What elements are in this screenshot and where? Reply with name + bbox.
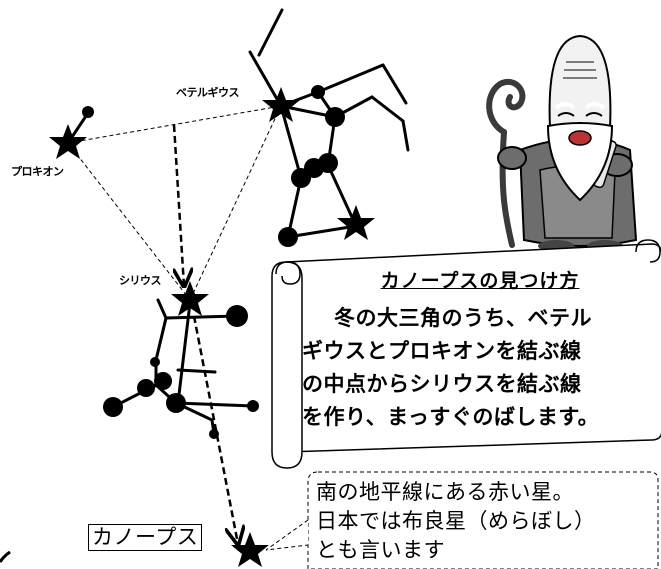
note-line: 南の地平線にある赤い星。 [316,480,574,504]
note-text: 南の地平線にある赤い星。 日本では布良星（めらぼし） とも言います [316,478,656,565]
betelgeuse-star [262,87,300,122]
note-line: 日本では布良星（めらぼし） [316,509,596,533]
sirius-star [171,281,209,316]
midpoint-arrow [172,124,184,286]
elder-god-character-icon [486,34,638,252]
betelgeuse-label: ベテルギウス [176,86,240,99]
note-line: とも言います [316,538,445,562]
sirius-label: シリウス [119,274,162,287]
rigel-star [337,205,375,240]
winter-triangle [67,105,282,301]
canopus-star [231,532,269,567]
orion-stars [278,85,345,247]
canopus-arrow [192,315,238,544]
procyon-star [49,124,87,159]
canis-major-stars [103,305,259,439]
scroll-line: ギウスとプロキオンを結ぶ線 [302,339,582,363]
scroll-line: の中点からシリウスを結ぶ線 [302,372,582,396]
scroll-title: カノープスの見つけ方 [380,270,580,292]
scroll-box [271,239,661,469]
scroll-line: を作り、まっすぐのばします。 [302,405,600,429]
note-callout [265,471,659,569]
scroll-line: 冬の大三角のうち、ベテル [334,306,592,330]
canopus-label: カノープス [88,524,203,551]
scroll-body: 冬の大三角のうち、ベテル ギウスとプロキオンを結ぶ線 の中点からシリウスを結ぶ線… [302,302,648,434]
horizon-arc [0,550,11,563]
procyon-label: プロキオン [11,165,64,178]
